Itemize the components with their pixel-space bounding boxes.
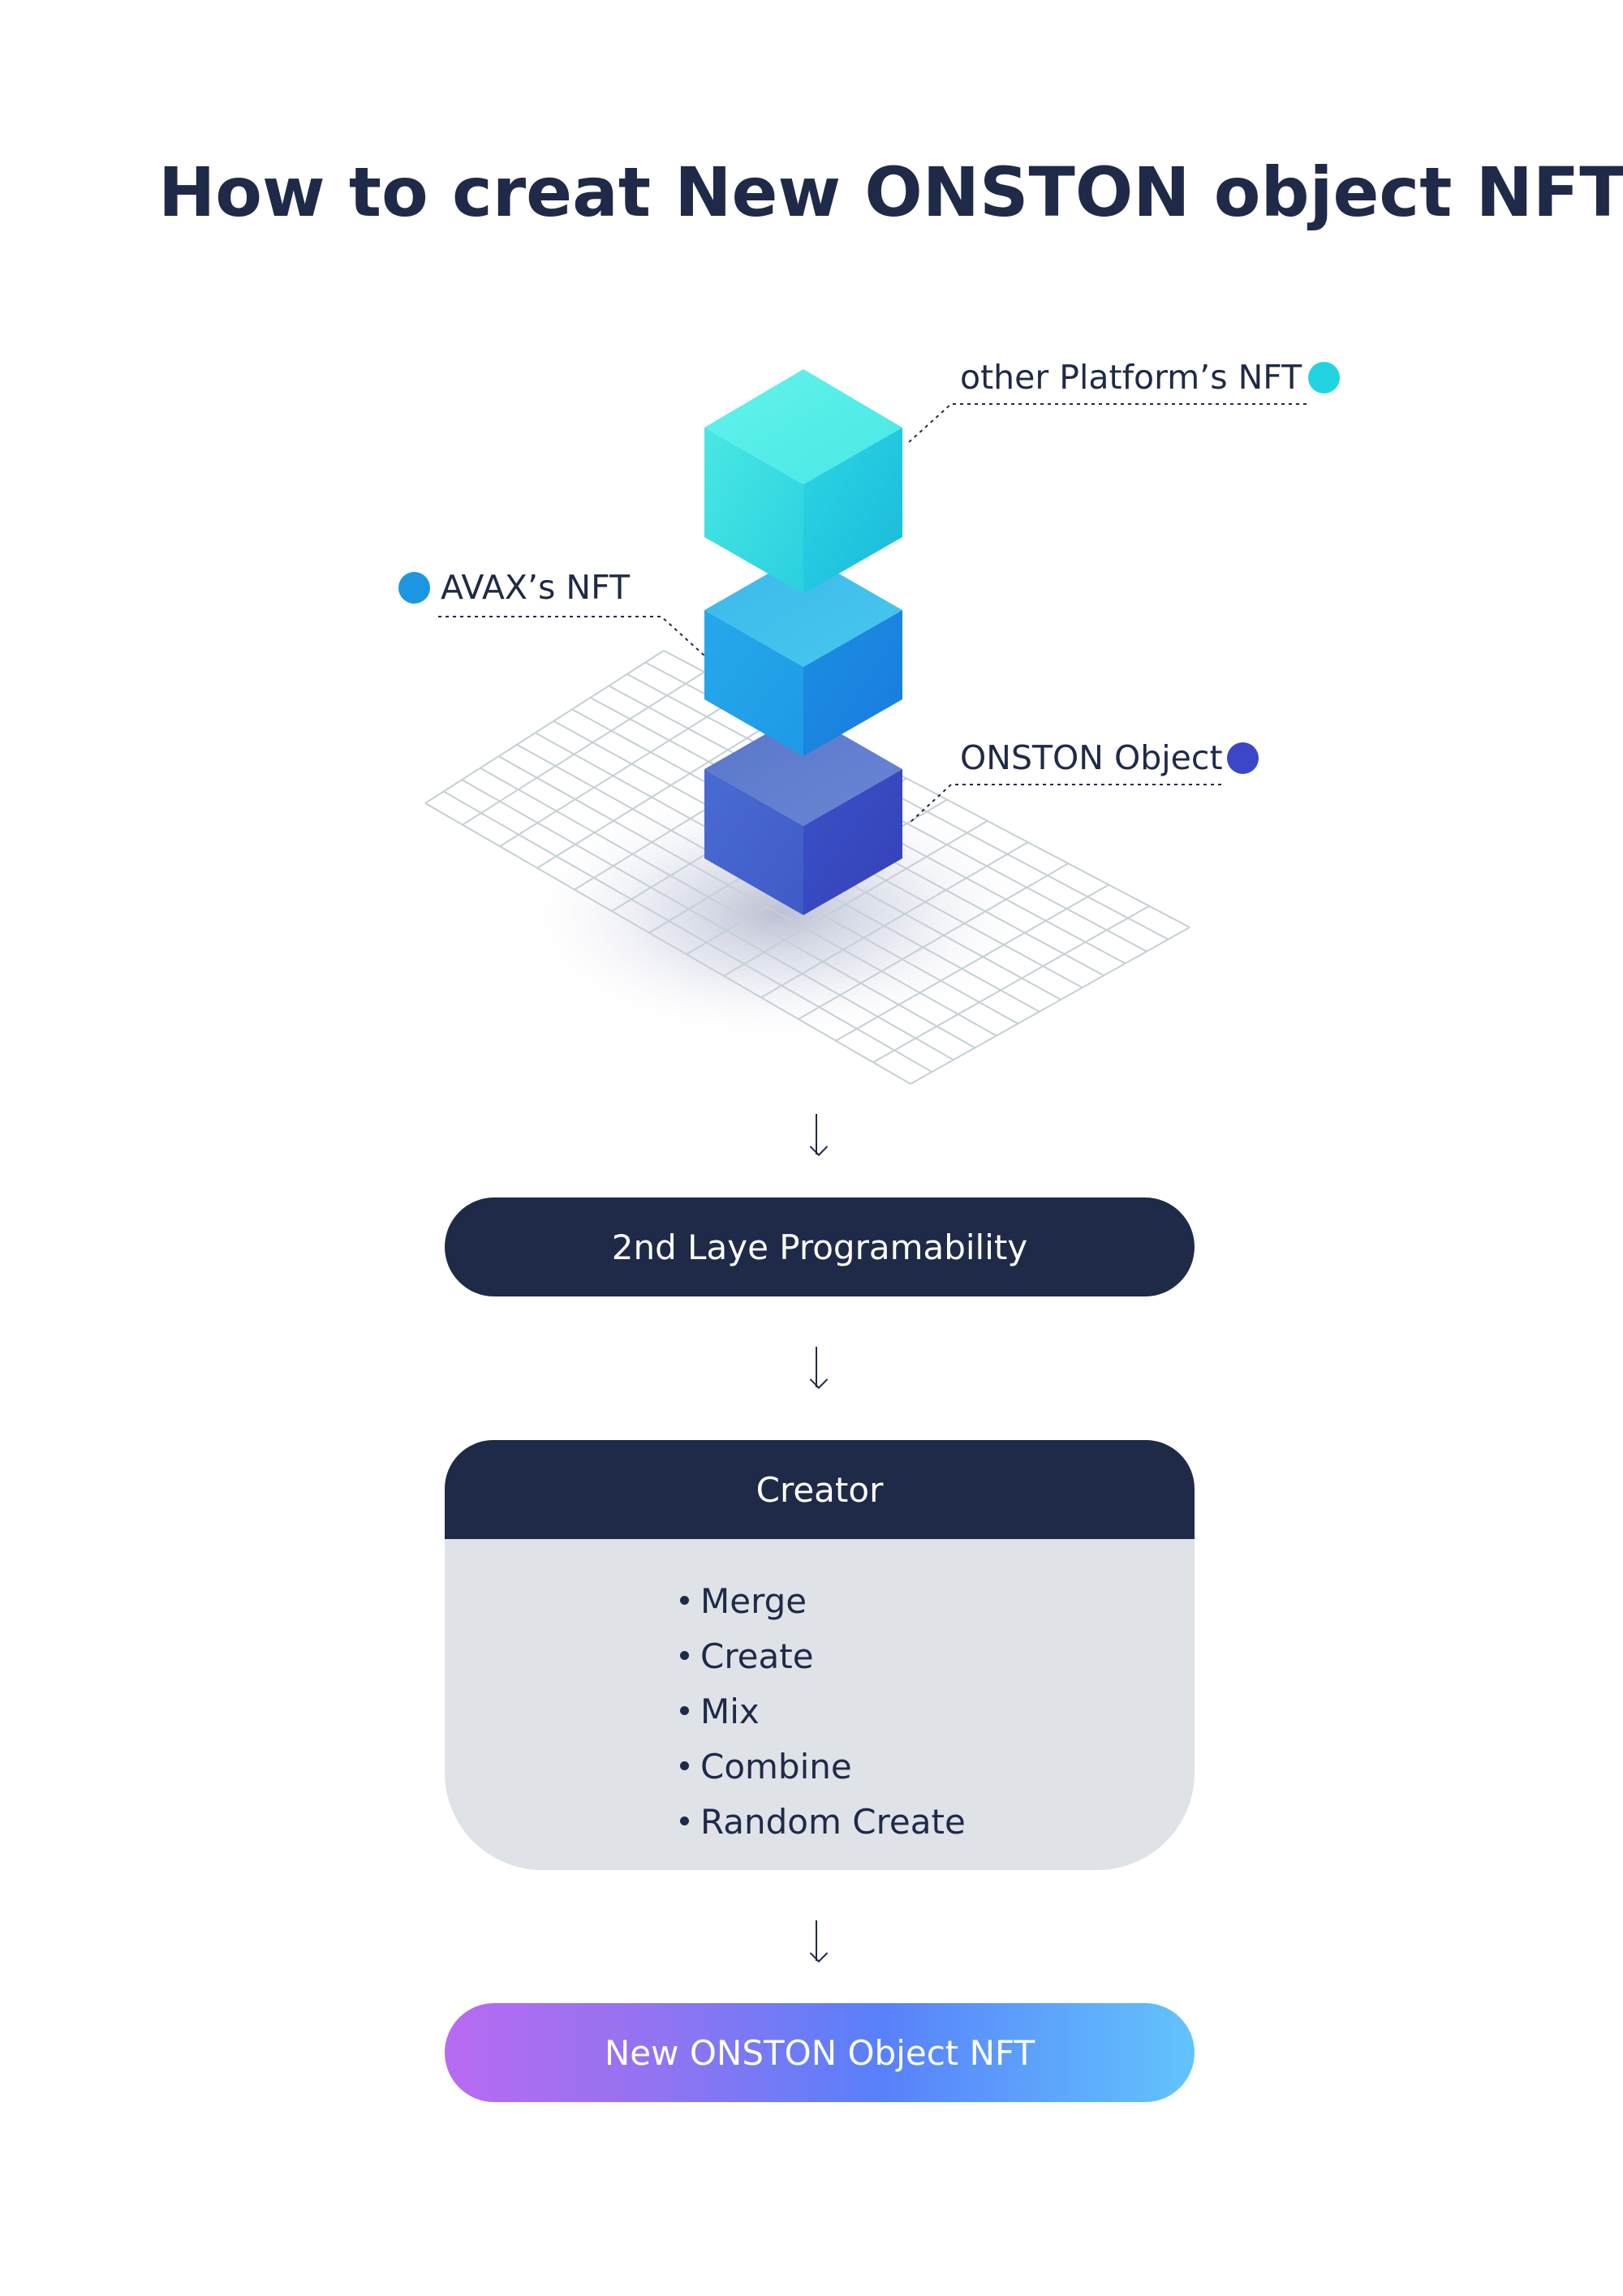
page-title: How to creat New ONSTON object NFT xyxy=(158,153,1623,232)
list-item: Merge xyxy=(680,1574,966,1629)
grid-line xyxy=(499,692,746,848)
result-step: New ONSTON Object NFT xyxy=(445,2003,1195,2102)
avax-nft-cube xyxy=(704,553,902,756)
result-label: New ONSTON Object NFT xyxy=(604,2032,1035,2073)
grid-line xyxy=(424,802,911,1085)
down-arrow-icon xyxy=(816,1920,817,1961)
grid-line xyxy=(723,819,988,977)
nft-stack-illustration xyxy=(424,369,1307,1085)
grid-line xyxy=(910,927,1190,1085)
leader-lines xyxy=(438,403,1307,824)
other-platform-nft-label: other Platform’s NFT xyxy=(960,358,1302,397)
other-platform-leader xyxy=(908,403,1307,443)
creator-header: Creator xyxy=(445,1440,1195,1539)
grid-line xyxy=(872,905,1150,1064)
avax-leader xyxy=(438,616,705,656)
grid-line xyxy=(461,779,954,1061)
onston-object-leader xyxy=(908,784,1221,824)
grid-line xyxy=(424,650,665,804)
bullet-icon xyxy=(680,1706,689,1715)
onston-object-label: ONSTON Object xyxy=(960,738,1223,777)
other-platform-nft-dot xyxy=(1308,362,1340,393)
creator-panel: Creator Merge Create Mix Combine Random … xyxy=(445,1440,1195,1870)
other-platform-nft-cube xyxy=(704,369,902,594)
bullet-icon xyxy=(680,1651,689,1660)
down-arrow-icon xyxy=(816,1347,817,1387)
grid-line xyxy=(480,767,975,1049)
onston-object-cube xyxy=(704,712,902,915)
programability-label: 2nd Laye Programability xyxy=(611,1227,1028,1267)
bullet-icon xyxy=(680,1817,689,1825)
down-arrow-icon xyxy=(816,1114,817,1154)
grid-line xyxy=(497,755,997,1037)
grid-line xyxy=(835,884,1109,1042)
grid-line xyxy=(443,790,932,1073)
creator-actions-list: Merge Create Mix Combine Random Create xyxy=(680,1574,966,1850)
list-item: Combine xyxy=(680,1739,966,1795)
list-item: Random Create xyxy=(680,1795,966,1850)
list-item: Create xyxy=(680,1629,966,1684)
grid-line xyxy=(798,862,1069,1021)
onston-object-dot xyxy=(1227,742,1259,774)
avax-nft-label: AVAX’s NFT xyxy=(441,568,630,607)
bullet-icon xyxy=(680,1761,689,1770)
list-item: Mix xyxy=(680,1684,966,1739)
bullet-icon xyxy=(680,1596,689,1605)
avax-nft-dot xyxy=(398,572,430,604)
grid-line xyxy=(536,713,786,869)
creator-title: Creator xyxy=(756,1469,884,1510)
grid-line xyxy=(760,841,1029,999)
programability-step: 2nd Laye Programability xyxy=(445,1197,1195,1296)
grid-line xyxy=(462,671,705,826)
